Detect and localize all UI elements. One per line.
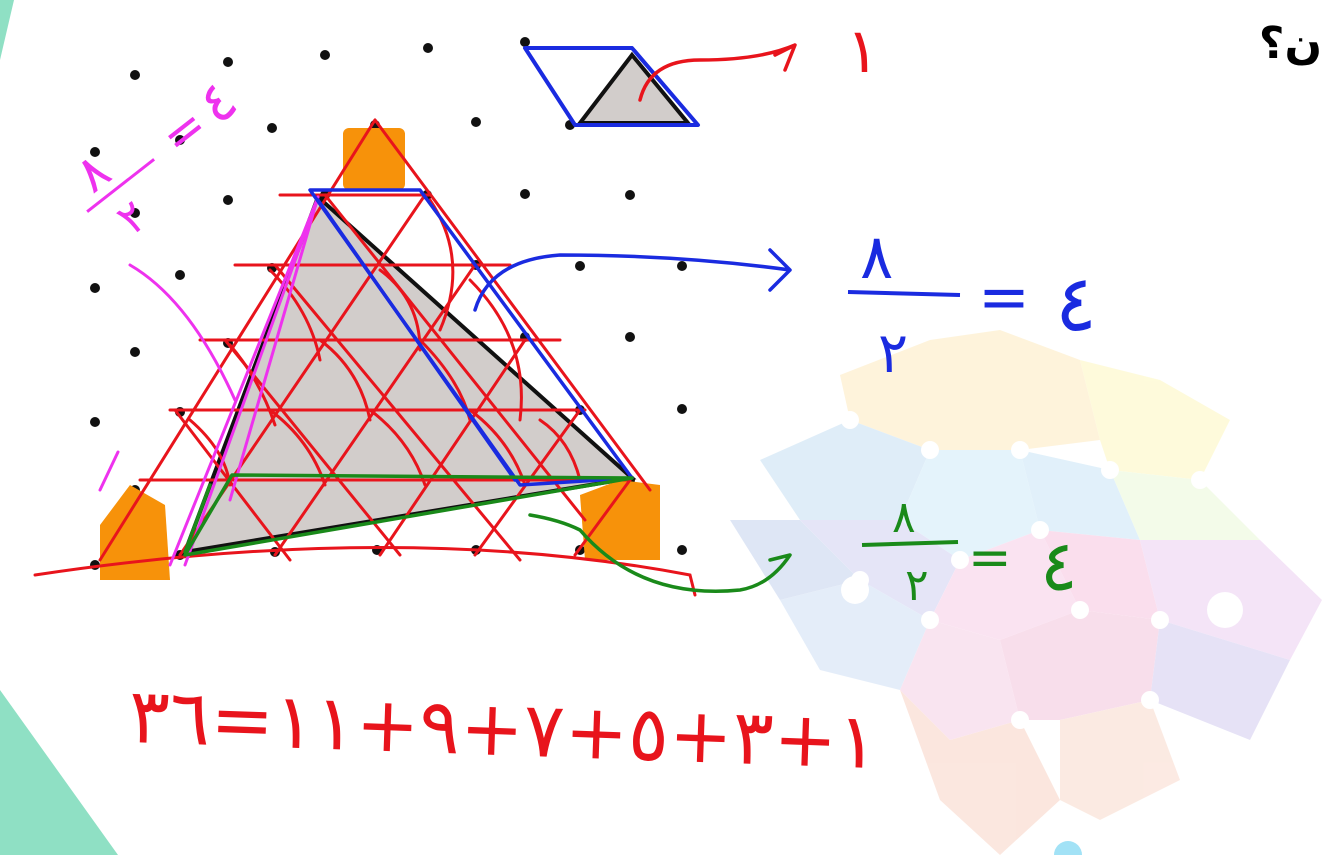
blue-equals: = (978, 260, 1030, 333)
green-denominator: ٢ (905, 560, 929, 611)
brain-watermark (730, 330, 1322, 855)
green-result: ٤ (1040, 525, 1078, 607)
pink-denominator: ٢ (107, 190, 157, 245)
blue-result: ٤ (1055, 259, 1097, 349)
top-right-label: ١ (846, 14, 879, 87)
mint-corner-top (0, 0, 14, 60)
question-text: ن؟ (1258, 18, 1322, 69)
mint-corner-bottom (0, 690, 118, 855)
green-lines (183, 473, 792, 593)
green-equals: = (968, 528, 1012, 588)
red-arrow (638, 43, 797, 102)
orange-corner-markers (100, 128, 660, 580)
green-numerator: ٨ (892, 492, 916, 543)
blue-fraction: ٨ ٢ = ٤ (847, 220, 1097, 386)
sum-equation: ١+٣+٥+٧+٩+١١=٣٦ (127, 671, 879, 786)
watermark-dot (1054, 841, 1082, 855)
pink-lines (98, 195, 320, 567)
pink-numerator: ٨ (64, 142, 121, 204)
red-triangle-grid (33, 118, 697, 597)
blue-numerator: ٨ (860, 220, 893, 293)
pink-fraction: ٨ ٢ = ٤ (64, 68, 249, 245)
small-blue-parallelogram (523, 46, 700, 127)
blue-denominator: ٢ (878, 321, 908, 386)
green-fraction: ٨ ٢ = ٤ (861, 492, 1078, 611)
